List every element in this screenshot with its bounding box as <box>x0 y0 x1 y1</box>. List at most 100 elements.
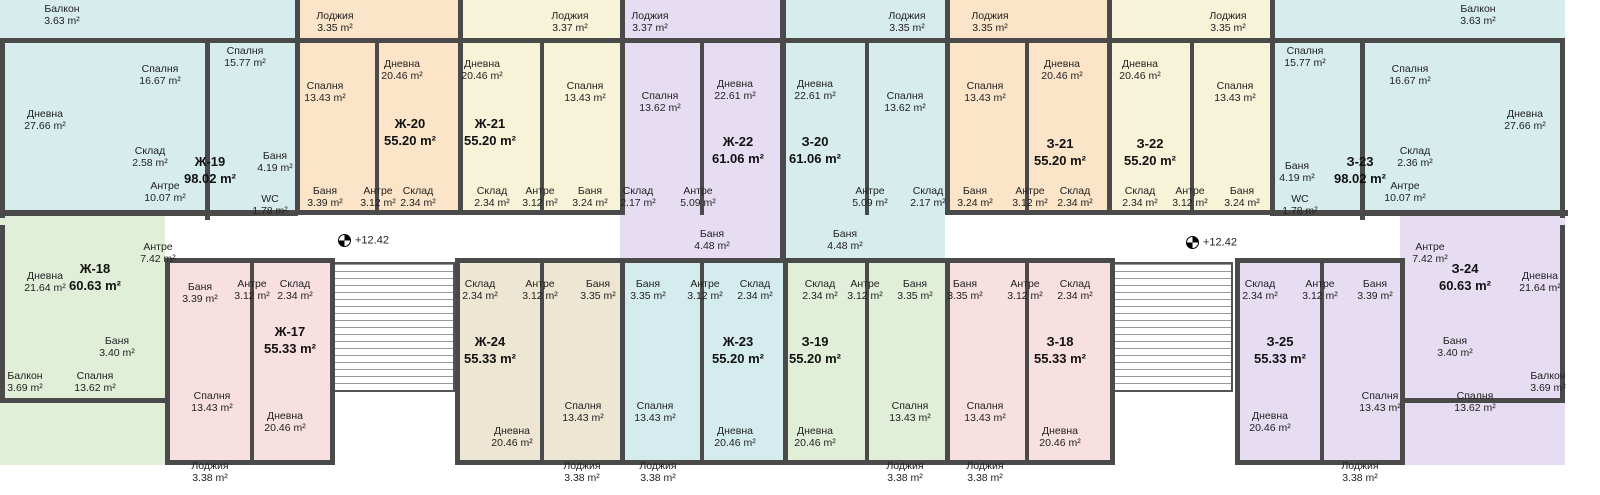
apartment-zone <box>458 0 620 215</box>
room-name: Склад <box>1124 185 1156 197</box>
corridor <box>330 215 620 260</box>
room-name: Спалня <box>1361 390 1399 402</box>
wall <box>540 260 544 465</box>
room-name: Дневна <box>267 410 303 422</box>
wall <box>1235 258 1400 263</box>
room-name: Баня <box>699 228 725 240</box>
room-name: Спалня <box>564 400 602 412</box>
room-area: 2.36 m² <box>1397 157 1433 169</box>
room-name: Спалня <box>1286 45 1324 57</box>
room-name: Спалня <box>636 400 674 412</box>
room-name: Лоджия <box>1341 460 1379 472</box>
room-area: 2.34 m² <box>400 197 436 209</box>
room-name: Баня <box>902 278 928 290</box>
wall <box>375 40 379 215</box>
room-area: 3.12 m² <box>1302 290 1338 302</box>
room-name: Баня <box>962 185 988 197</box>
room-area: 13.43 m² <box>1214 92 1256 104</box>
room-name: Баня <box>577 185 603 197</box>
apartment-code: Ж-24 <box>474 334 506 349</box>
room-area: 20.46 m² <box>794 437 836 449</box>
wall <box>1025 260 1029 465</box>
room-area: 3.35 m² <box>580 290 616 302</box>
room-area: 3.37 m² <box>632 22 668 34</box>
room-name: Антре <box>855 185 885 197</box>
room-name: Баня <box>635 278 661 290</box>
room-area: 20.46 m² <box>461 70 503 82</box>
room-name: Антре <box>363 185 393 197</box>
wall <box>1270 0 1275 215</box>
room-name: Антре <box>683 185 713 197</box>
apartment-zone <box>783 0 945 260</box>
room-area: 13.62 m² <box>74 382 116 394</box>
apartment-zone <box>0 0 298 215</box>
room-name: Спалня <box>76 370 114 382</box>
room-area: 16.67 m² <box>139 75 181 87</box>
room-name: Лоджия <box>191 460 229 472</box>
room-name: Склад <box>622 185 654 197</box>
room-name: Лоджия <box>551 10 589 22</box>
wall <box>165 460 330 465</box>
room-area: 3.24 m² <box>1224 197 1260 209</box>
wall <box>165 258 330 263</box>
room-area: 1.78 m² <box>1282 205 1318 217</box>
room-area: 3.63 m² <box>1460 15 1496 27</box>
room-area: 2.34 m² <box>737 290 773 302</box>
wall <box>1235 460 1400 465</box>
apartment-area: 98.02 m² <box>1333 171 1387 186</box>
apartment-area: 60.63 m² <box>68 278 122 293</box>
wall <box>1560 225 1565 400</box>
room-name: Склад <box>1244 278 1276 290</box>
room-name: Дневна <box>494 425 530 437</box>
room-name: Дневна <box>1122 58 1158 70</box>
room-name: Балкон <box>1530 370 1566 382</box>
wall <box>1235 258 1240 465</box>
room-name: Лоджия <box>888 10 926 22</box>
elevation-value: +12.42 <box>355 234 389 247</box>
apartment-area: 55.20 m² <box>1033 153 1087 168</box>
room-area: 5.09 m² <box>852 197 888 209</box>
room-area: 20.46 m² <box>1041 70 1083 82</box>
room-name: Склад <box>464 278 496 290</box>
wall <box>0 210 298 216</box>
room-area: 22.61 m² <box>714 90 756 102</box>
wall <box>455 460 1110 465</box>
room-area: 20.46 m² <box>381 70 423 82</box>
room-area: 13.43 m² <box>304 92 346 104</box>
corridor <box>165 215 330 260</box>
apartment-zone <box>1270 0 1565 215</box>
wall <box>0 38 5 218</box>
room-area: 3.37 m² <box>552 22 588 34</box>
apartment-area: 55.20 m² <box>1123 153 1177 168</box>
room-name: Склад <box>1399 145 1431 157</box>
room-area: 22.61 m² <box>794 90 836 102</box>
room-name: Баня <box>262 150 288 162</box>
room-name: Спалня <box>966 80 1004 92</box>
room-name: Антре <box>143 241 173 253</box>
